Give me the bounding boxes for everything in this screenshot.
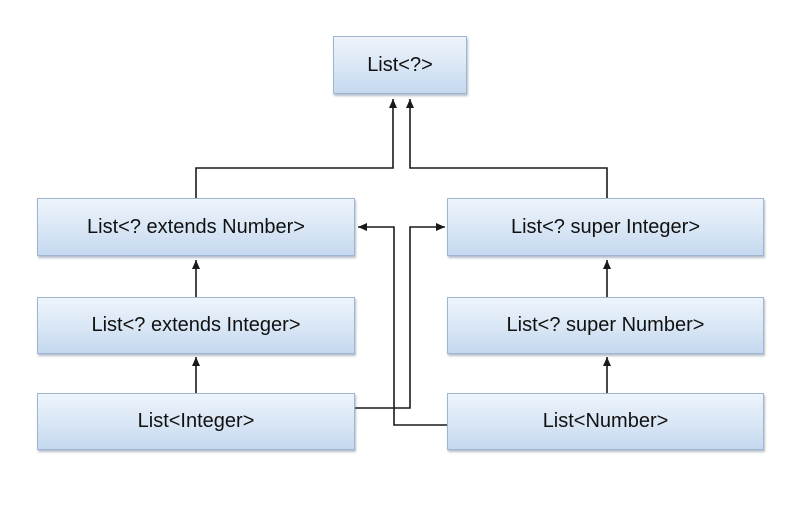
node-list-integer: List<Integer> <box>37 393 355 450</box>
node-list-number: List<Number> <box>447 393 764 450</box>
edge-extends-number-to-wildcard <box>195 99 397 198</box>
node-list-super-integer: List<? super Integer> <box>447 198 764 256</box>
edge-super-integer-to-wildcard <box>406 99 608 198</box>
node-list-extends-integer: List<? extends Integer> <box>37 297 355 354</box>
edge-integer-to-super-integer <box>355 223 445 409</box>
node-list-extends-number: List<? extends Number> <box>37 198 355 256</box>
node-list-super-number: List<? super Number> <box>447 297 764 354</box>
edge-number-to-extends-number <box>358 223 447 426</box>
node-list-wildcard: List<?> <box>333 36 467 94</box>
